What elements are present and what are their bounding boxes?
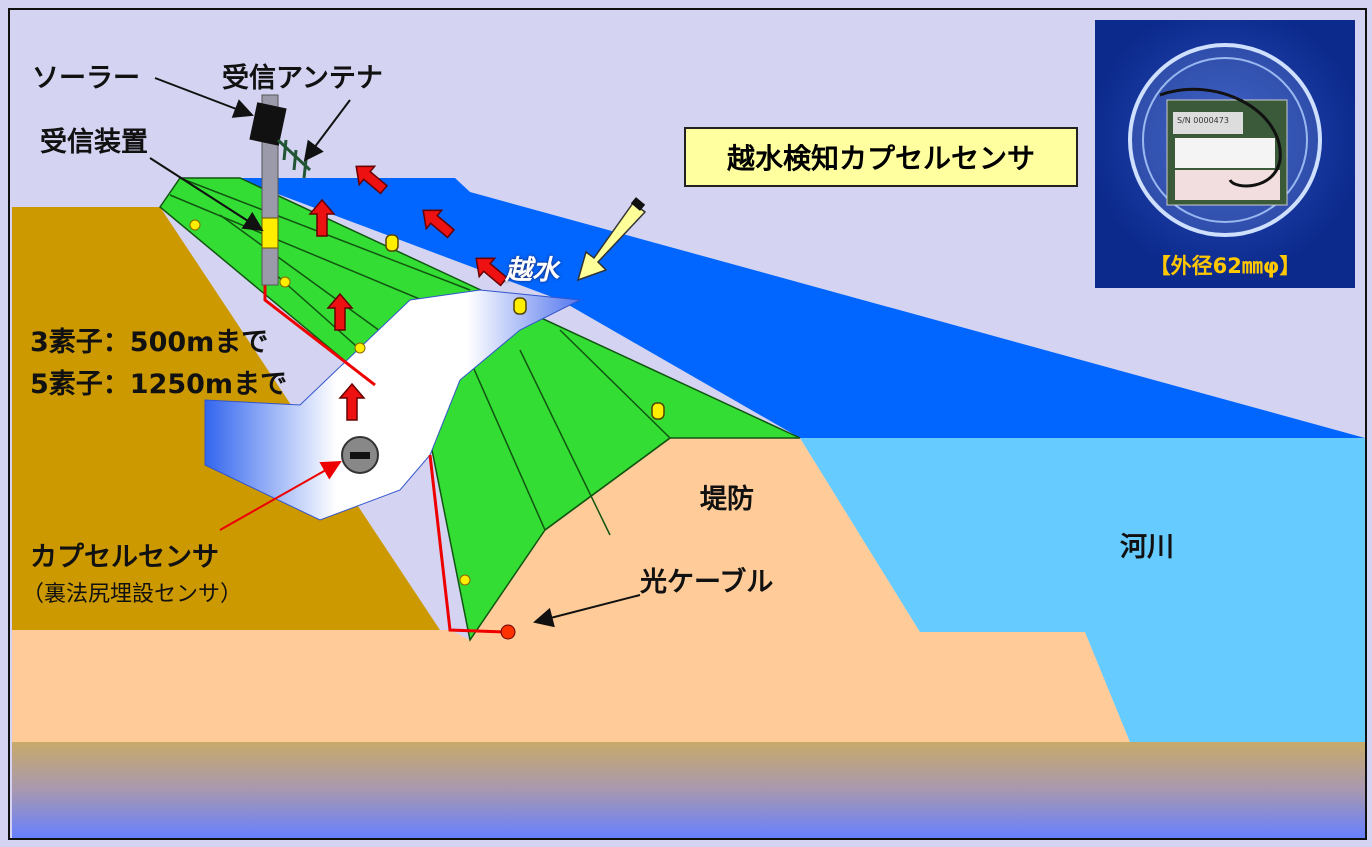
river	[800, 438, 1365, 742]
buried-capsule-sensor	[341, 436, 379, 474]
receiver-device	[261, 217, 279, 249]
erosion-breach	[204, 289, 582, 521]
frame	[8, 8, 1367, 840]
label-river: 河川	[1120, 532, 1174, 563]
label-antenna: 受信アンテナ	[222, 63, 383, 94]
levee-body	[12, 438, 1130, 742]
capsule-callout-line	[219, 461, 342, 531]
capsule-photo-illustration	[1128, 43, 1322, 237]
label-range-3: 3素子：500mまで	[30, 327, 269, 358]
label-capsule-sensor-sub: （裏法尻埋設センサ）	[22, 582, 243, 607]
signal-arrows	[308, 165, 509, 421]
label-overflow: 越水	[505, 255, 559, 286]
label-levee: 堤防	[700, 484, 754, 515]
label-receiver: 受信装置	[40, 127, 148, 158]
cable-end-marker	[500, 624, 516, 640]
overflow-pointer-arrow	[576, 197, 647, 282]
label-solar: ソーラー	[32, 63, 140, 94]
overflow-water	[235, 178, 1365, 438]
label-capsule-sensor: カプセルセンサ	[30, 542, 219, 573]
title-box: 越水検知カプセルセンサ	[684, 127, 1078, 187]
solar-panel	[249, 102, 287, 146]
callout-lines	[149, 77, 641, 628]
photo-serial: S/N 0000473	[1177, 116, 1229, 125]
label-optical-cable: 光ケーブル	[640, 567, 774, 598]
label-range-5: 5素子：1250mまで	[30, 369, 288, 400]
capsule-sensors	[385, 234, 665, 420]
title-text: 越水検知カプセルセンサ	[726, 142, 1035, 175]
sensor-photo: S/N 0000473 【外径62㎜φ】	[1095, 20, 1355, 288]
sensor-dots	[189, 219, 471, 586]
photo-caption: 【外径62㎜φ】	[1149, 254, 1301, 278]
antenna-icon	[276, 138, 312, 179]
bottom-band	[12, 742, 1366, 838]
